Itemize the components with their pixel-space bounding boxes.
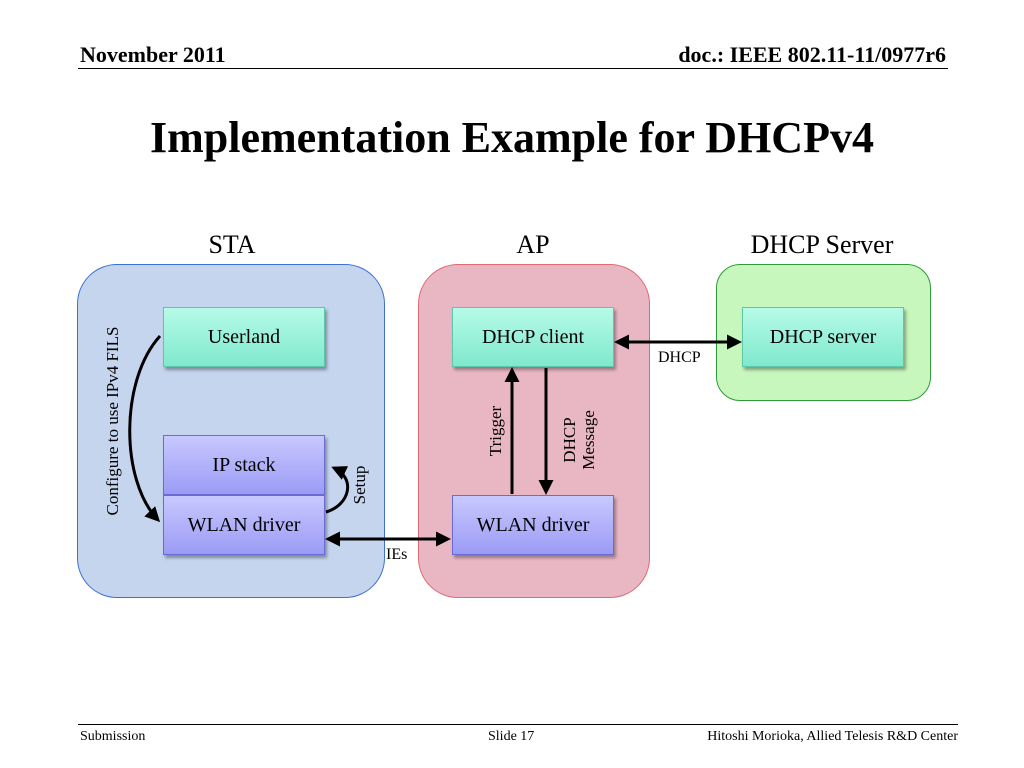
configure-arrow (128, 334, 162, 523)
footer-divider (78, 724, 958, 725)
node-wlan-driver-ap: WLAN driver (452, 495, 614, 555)
footer-slide-number: Slide 17 (488, 729, 535, 744)
label-ies: IEs (386, 546, 408, 563)
node-userland: Userland (163, 307, 325, 367)
label-dhcp-message: DHCP Message (560, 400, 600, 480)
label-dhcp-message-line1: DHCP (560, 417, 579, 463)
label-trigger: Trigger (486, 405, 505, 457)
node-dhcp-client: DHCP client (452, 307, 614, 367)
group-label-dhcp-server: DHCP Server (750, 230, 894, 259)
group-label-ap: AP (516, 230, 550, 259)
group-label-sta: STA (208, 230, 256, 259)
header-doc-id: doc.: IEEE 802.11-11/0977r6 (678, 42, 946, 67)
label-setup: Setup (350, 465, 369, 505)
footer-author: Hitoshi Morioka, Allied Telesis R&D Cent… (707, 729, 958, 744)
footer-submission: Submission (80, 729, 146, 744)
label-configure: Configure to use IPv4 FILS (103, 326, 122, 516)
header-divider (78, 68, 948, 69)
label-dhcp-message-line2: Message (579, 410, 598, 470)
node-dhcp-server: DHCP server (742, 307, 904, 367)
node-ip-stack: IP stack (163, 435, 325, 495)
node-wlan-driver-sta: WLAN driver (163, 495, 325, 555)
label-dhcp: DHCP (658, 349, 701, 366)
setup-arrow (325, 466, 350, 514)
header-date: November 2011 (80, 42, 226, 67)
slide-title: Implementation Example for DHCPv4 (150, 113, 874, 162)
